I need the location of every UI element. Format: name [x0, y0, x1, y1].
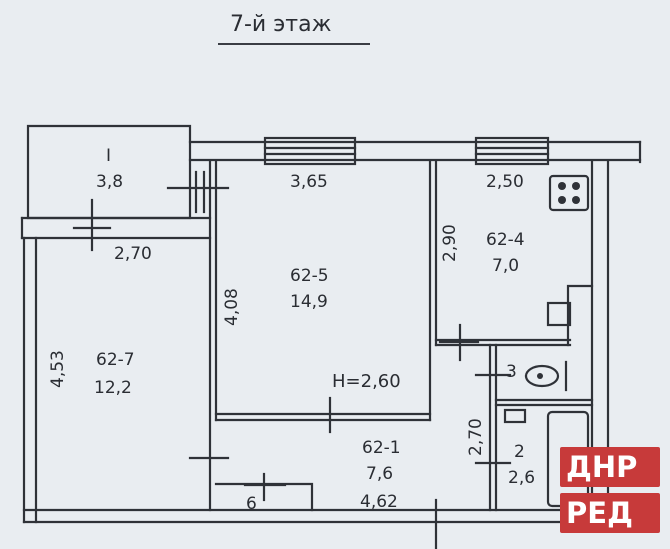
kitchen-area: 7,0: [492, 256, 520, 276]
watermark-line2: РЕД: [566, 496, 633, 530]
hallway-area: 7,6: [366, 464, 394, 484]
dim-hallway-width: 4,62: [360, 492, 398, 512]
dim-living-width: 3,65: [290, 172, 328, 192]
watermark-top: [560, 447, 660, 487]
bathroom-area: 2,6: [508, 468, 536, 488]
dim-living-depth: 4,08: [222, 288, 242, 326]
dim-balcony-width: 2,70: [114, 244, 152, 264]
watermark-line1: ДНР: [566, 450, 638, 484]
hallway-name: 62-1: [362, 438, 401, 458]
window-kitchen: [474, 136, 550, 166]
dim-kitchen-depth: 2,90: [440, 224, 460, 262]
window-living: [263, 136, 357, 166]
bedroom-name: 62-7: [96, 350, 135, 370]
balcony-name: I: [106, 146, 112, 166]
bedroom-area: 12,2: [94, 378, 132, 398]
toilet: [524, 360, 568, 392]
bathroom-name: 2: [514, 442, 525, 462]
title-underline: [218, 43, 370, 45]
living-room-name: 62-5: [290, 266, 329, 286]
kitchen-name: 62-4: [486, 230, 525, 250]
wm: [560, 447, 660, 533]
dim-bath-depth: 2,70: [466, 418, 486, 456]
floor-title: 7-й этаж: [230, 12, 332, 37]
balcony-area: 3,8: [96, 172, 124, 192]
dim-kitchen-width: 2,50: [486, 172, 524, 192]
ceiling-height: H=2,60: [332, 371, 401, 392]
stove: [548, 174, 590, 212]
closet-name: 6: [246, 494, 257, 514]
living-room-area: 14,9: [290, 292, 328, 312]
dim-bedroom-depth: 4,53: [48, 350, 68, 388]
watermark-bottom: [560, 493, 660, 533]
toilet-name: 3: [506, 362, 517, 382]
